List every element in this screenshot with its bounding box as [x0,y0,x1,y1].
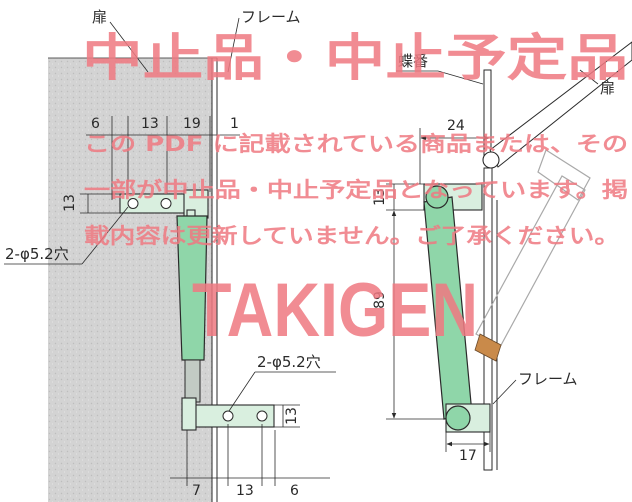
dim-top-bracket-13: 13 [62,194,78,212]
watermark-notice-line-2: 一部が中止品・中止予定品となっています。掲 [84,178,628,202]
hinge-label: 蝶番 [398,52,428,70]
dim-width-24: 24 [447,118,465,134]
hinge-label-leader [437,70,484,85]
mounting-hole [160,198,172,209]
dim-top-13: 13 [141,116,159,132]
top-dimensions: 6 13 19 1 [86,116,240,200]
top-pivot [425,185,449,209]
dim-bottom-6: 6 [290,483,299,499]
watermark-brand: TAKIGEN [192,268,478,353]
dim-bottom-13: 13 [236,483,254,499]
bottom-dimensions: 7 13 6 [170,424,330,499]
right-door-label-leader [579,69,599,85]
bottom-pivot-block [181,397,197,431]
dim-top-1: 1 [230,116,239,132]
stay-arm [176,215,208,361]
open-position-bracket-outline [537,149,591,201]
dim-bracket-13: 13 [372,188,388,206]
frame-label-leader [227,17,240,73]
right-door-label: 扉 [600,79,615,97]
hole-callout-bottom: 2-φ5.2穴 [257,353,321,371]
dim-top-19: 19 [183,116,201,132]
dim-bottom-7: 7 [192,483,201,499]
watermark-notice-line-1: この PDF に記載されている商品または、その [84,132,628,156]
hole-callout-top: 2-φ5.2穴 [5,245,69,263]
bottom-pivot [445,405,471,431]
door-label: 扉 [92,8,107,26]
frame-label: フレーム [241,8,301,26]
callout-leader [81,206,129,265]
mounting-hole [222,410,234,422]
right-frame-label-leader [492,379,517,405]
door-label-leader [109,21,149,73]
dim-top-6: 6 [91,116,100,132]
discontinued-watermark: 中止品・中止予定品 この PDF に記載されている商品または、その 一部が中止品… [82,29,628,353]
mounting-hole [127,198,139,209]
dim-bottom-width-17: 17 [459,448,477,464]
right-view: 蝶番 扉 24 13 89 フレーム 17 [372,41,632,471]
right-frame-label: フレーム [518,370,578,388]
callout-leader [228,371,256,412]
watermark-title: 中止品・中止予定品 [82,29,628,87]
left-view: 扉 フレーム 6 13 19 1 13 [4,8,336,502]
watermark-notice-line-3: 載内容は更新していません。ご了承ください。 [84,224,620,248]
dim-length-89: 89 [372,291,388,309]
dim-bottom-bracket-13: 13 [284,407,300,425]
spring [474,333,502,362]
stay-rod [184,359,201,403]
mounting-hole [256,410,268,422]
